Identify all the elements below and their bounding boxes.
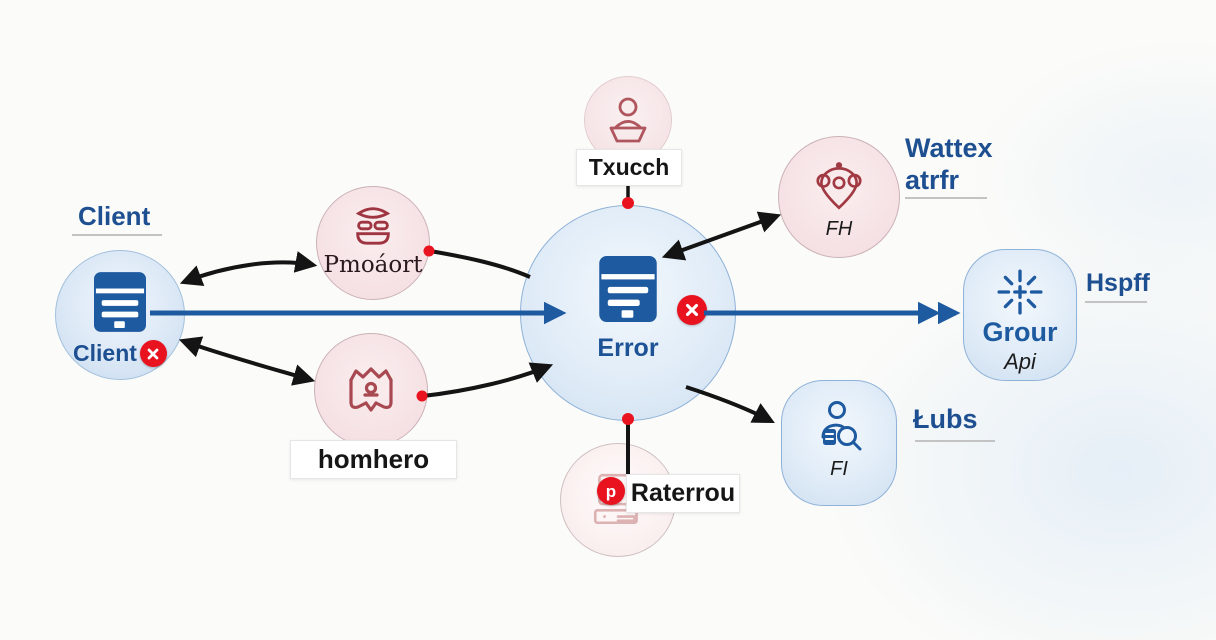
ornate-pin-icon: [816, 162, 862, 210]
client-node-label: Client: [73, 340, 137, 366]
arrow-client-pmoaort: [179, 251, 318, 287]
lubs-caption: Łubs: [913, 404, 978, 434]
line-pmoaort-error: [429, 249, 531, 279]
client-heading-underline: [72, 234, 162, 236]
raterrou-label-box: Raterrou: [626, 474, 740, 513]
error-badge: [677, 295, 707, 325]
fi-node: FI: [781, 380, 897, 506]
lubs-underline: [915, 440, 995, 442]
grour-node-sublabel: Api: [1004, 349, 1036, 374]
raterrou-p-badge: p: [597, 477, 625, 505]
client-heading: Client: [78, 201, 151, 231]
error-x-icon: [685, 303, 699, 317]
error-node-label: Error: [597, 334, 659, 362]
client-node: Client: [55, 250, 185, 380]
hspff-underline: [1085, 301, 1147, 303]
crown-icon: [349, 367, 393, 412]
person-search-icon: [821, 401, 862, 451]
server-icon: [599, 256, 657, 322]
txucch-label: Txucch: [588, 154, 670, 180]
burger-icon: [355, 207, 391, 245]
raterrou-badge-letter: p: [605, 481, 617, 501]
arrow-homhero-error: [422, 362, 554, 398]
pmoaort-node-label: Pmoáort: [323, 252, 423, 278]
homhero-node: [314, 333, 428, 447]
txucch-label-box: Txucch: [576, 149, 682, 186]
error-node: Error: [520, 205, 736, 421]
wattex-caption-line1: Wattex: [905, 133, 993, 163]
arrow-client-homhero: [178, 336, 316, 386]
fi-node-label: FI: [830, 458, 848, 480]
wattex-underline: [905, 197, 987, 199]
client-error-badge: [139, 340, 167, 367]
wattex-caption: Wattex atrfr: [905, 132, 993, 197]
error-x-icon: [148, 348, 159, 359]
fh-node: FH: [778, 136, 900, 258]
person-podium-icon: [609, 97, 647, 143]
starburst-icon: [997, 269, 1043, 315]
fh-node-label: FH: [825, 218, 853, 240]
wattex-caption-line2: atrfr: [905, 165, 960, 196]
grour-node: Grour Api: [963, 249, 1077, 381]
hspff-caption: Hspff: [1086, 269, 1150, 297]
client-node-label-row: Client: [73, 340, 167, 367]
raterrou-label: Raterrou: [630, 479, 736, 507]
pmoaort-node: Pmoáort: [316, 186, 430, 300]
grour-node-label: Grour: [982, 317, 1058, 347]
homhero-label-box: homhero: [290, 440, 457, 479]
homhero-label: homhero: [317, 444, 430, 474]
server-icon: [94, 272, 146, 332]
